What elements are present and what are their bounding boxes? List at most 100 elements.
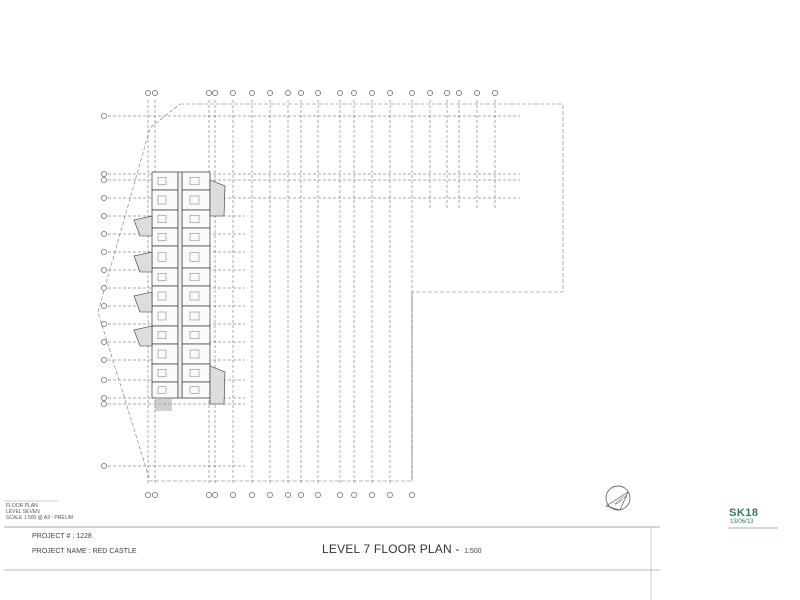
grid-bubble-top [267, 90, 273, 96]
project-name: RED CASTLE [92, 548, 137, 555]
grid-bubble-left [101, 213, 107, 219]
north-arrow: NORTH [605, 485, 631, 511]
legend-line-1: FLOOR PLAN [6, 503, 38, 509]
grid-bubble-top [492, 90, 498, 96]
apartment-east [181, 343, 211, 365]
room-detail [157, 386, 167, 394]
grid-bubble-left [101, 321, 107, 327]
apartment-west [151, 245, 179, 269]
balcony-west [133, 325, 153, 347]
grid-bubble-bottom [249, 492, 255, 498]
apartment-east [181, 209, 211, 229]
grid-bubble-left [101, 357, 107, 363]
horizontal-grid-lines [108, 115, 520, 467]
site-boundary-line [97, 103, 564, 482]
room-detail [157, 331, 167, 339]
room-detail [189, 215, 200, 223]
balcony-west [133, 291, 153, 313]
apartment-east [181, 267, 211, 287]
grid-bubble-top [409, 90, 415, 96]
grid-bubble-top [249, 90, 255, 96]
project-number: 1228 [76, 533, 92, 540]
grid-bubble-left [101, 231, 107, 237]
grid-bubble-top [387, 90, 393, 96]
grid-bubble-top [230, 90, 236, 96]
corridor [177, 171, 183, 399]
grid-bubble-bottom [298, 492, 304, 498]
apartment-west [151, 227, 179, 247]
project-number-row: PROJECT # : 1228 [32, 533, 92, 540]
room-detail [157, 177, 167, 185]
room-detail [157, 273, 167, 281]
grid-bubble-bottom [409, 492, 415, 498]
apartment-east [181, 285, 211, 307]
apartment-east [181, 363, 211, 383]
room-detail [157, 252, 167, 262]
apartment-west [151, 171, 179, 191]
apartment-east [181, 325, 211, 345]
grid-bubble-left [101, 463, 107, 469]
balcony-west [133, 251, 153, 273]
room-detail [157, 369, 167, 377]
grid-bubble-top [351, 90, 357, 96]
north-label: NORTH [613, 494, 628, 506]
north-arrow-circle [605, 485, 631, 511]
apartment-west [151, 285, 179, 307]
grid-bubble-bottom [369, 492, 375, 498]
grid-bubble-bottom [212, 492, 218, 498]
project-name-label: PROJECT NAME : [32, 548, 91, 555]
project-number-label: PROJECT # : [32, 533, 75, 540]
room-detail [189, 369, 200, 377]
project-name-row: PROJECT NAME : RED CASTLE [32, 548, 137, 555]
room-detail [189, 386, 200, 394]
title-block-lines [4, 500, 778, 600]
north-arrow-pointer [605, 491, 629, 511]
grid-bubble-top [298, 90, 304, 96]
room-detail [189, 311, 200, 321]
apartment-east [181, 381, 211, 399]
apartment-east [181, 227, 211, 247]
grid-bubble-top [369, 90, 375, 96]
grid-bubble-bottom [351, 492, 357, 498]
grid-bubble-top [444, 90, 450, 96]
apartment-east [181, 305, 211, 327]
room-detail [189, 177, 200, 185]
grid-bubble-bottom [285, 492, 291, 498]
grid-bubble-bottom [145, 492, 151, 498]
grid-bubble-top [206, 90, 212, 96]
grid-bubble-bottom [206, 492, 212, 498]
drawing-scale: 1:500 [464, 548, 482, 555]
room-detail [189, 233, 200, 241]
building-footprint [133, 171, 226, 411]
grid-bubble-bottom [337, 492, 343, 498]
grid-bubble-top [212, 90, 218, 96]
grid-bubble-left [101, 177, 107, 183]
apartment-west [151, 189, 179, 211]
apartment-east [181, 189, 211, 211]
room-detail [157, 195, 167, 205]
grid-bubbles [101, 90, 498, 498]
legend-line-3: SCALE 1:500 @ A3 - PRELIM [6, 515, 74, 521]
grid-bubble-left [101, 395, 107, 401]
room-detail [157, 215, 167, 223]
grid-bubble-left [101, 171, 107, 177]
apartment-west [151, 381, 179, 399]
grid-bubble-top [315, 90, 321, 96]
room-detail [189, 273, 200, 281]
grid-bubble-top [427, 90, 433, 96]
grid-bubble-top [152, 90, 158, 96]
grid-bubble-top [337, 90, 343, 96]
grid-bubble-left [101, 285, 107, 291]
sheet-number: SK18 [729, 507, 759, 519]
grid-bubble-bottom [152, 492, 158, 498]
grid-bubble-left [101, 249, 107, 255]
apartment-west [151, 209, 179, 229]
room-detail [189, 252, 200, 262]
apartment-east [181, 171, 211, 191]
apartment-west [151, 325, 179, 345]
room-detail [189, 291, 200, 301]
apartment-east [181, 245, 211, 269]
drawing-title-row: LEVEL 7 FLOOR PLAN - 1:500 [322, 540, 482, 558]
grid-bubble-left [101, 303, 107, 309]
